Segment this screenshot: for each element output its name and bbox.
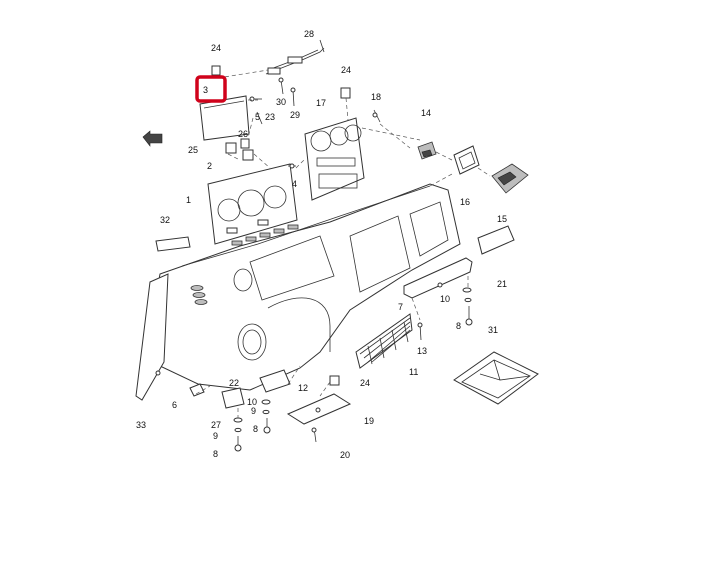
callout-12: 12 (298, 383, 308, 393)
part-20-screw (311, 427, 317, 443)
top-vent-slots (231, 224, 299, 246)
callout-33: 33 (136, 420, 146, 430)
part-25-clip (225, 142, 237, 154)
part-10-washer-left (261, 399, 271, 405)
callout-2: 2 (207, 161, 212, 171)
part-24-clip-mid (242, 149, 254, 161)
callout-18: 18 (371, 92, 381, 102)
callout-5: 5 (255, 112, 260, 122)
left-vent-louvers (190, 285, 208, 305)
callout-30: 30 (276, 97, 286, 107)
callout-26: 26 (238, 129, 248, 139)
part-11-storage-net (355, 313, 413, 369)
part-23-screw (256, 111, 263, 125)
part-18-screw (372, 109, 381, 123)
callout-8-left: 8 (213, 449, 218, 459)
callout-22: 22 (229, 378, 239, 388)
callout-10-left: 10 (247, 397, 257, 407)
part-24-clip-right (340, 87, 351, 99)
callout-24-right: 24 (341, 65, 351, 75)
part-24-clip-lower (329, 375, 340, 386)
part-15-vent (491, 163, 529, 194)
callout-9-left: 9 (213, 431, 218, 441)
part-29-screw (290, 87, 296, 107)
part-8-bolt-right (465, 306, 473, 326)
callout-7: 7 (398, 302, 403, 312)
part-19-lower-plate (286, 393, 352, 425)
part-8-bolt-mid (263, 418, 271, 434)
callout-17: 17 (316, 98, 326, 108)
part-28-bracket (265, 39, 325, 75)
part-7-support-bracket (403, 257, 473, 299)
callout-24-top: 24 (211, 43, 221, 53)
direction-arrow-icon (142, 130, 163, 147)
callout-14: 14 (421, 108, 431, 118)
part-4-screw (288, 163, 296, 169)
part-1-dashboard-body (149, 183, 461, 391)
part-24-clip-top (211, 65, 221, 76)
callout-25: 25 (188, 145, 198, 155)
callout-labels: 1 2 3 4 5 6 7 8 8 8 9 9 10 10 11 12 13 1… (136, 29, 507, 460)
part-12-bracket (259, 369, 291, 393)
callout-31: 31 (488, 325, 498, 335)
callout-1: 1 (186, 195, 191, 205)
callout-3: 3 (203, 85, 208, 95)
callout-24-lower: 24 (360, 378, 370, 388)
part-14-switch (417, 141, 437, 160)
part-6-clip (189, 383, 205, 397)
part-17-center-panel (304, 117, 365, 201)
part-33-side-panel (135, 273, 169, 401)
callout-29: 29 (290, 110, 300, 120)
callout-8-mid: 8 (253, 424, 258, 434)
part-31-tray (453, 351, 539, 405)
part-21-trim-plate (477, 225, 515, 255)
part-5-screw (249, 96, 262, 102)
callout-21: 21 (497, 279, 507, 289)
part-9-washer-left (233, 417, 243, 423)
callout-4: 4 (292, 179, 297, 189)
part-9-washer-mid (262, 409, 270, 415)
part-32-trim-strip (155, 236, 191, 252)
callout-23: 23 (265, 112, 275, 122)
callout-32: 32 (160, 215, 170, 225)
leader-lines (195, 69, 491, 418)
callout-9-mid: 9 (251, 406, 256, 416)
callout-19: 19 (364, 416, 374, 426)
callout-11: 11 (409, 367, 418, 377)
callout-27: 27 (211, 420, 221, 430)
highlight-box-part-3[interactable] (195, 75, 227, 103)
part-9-washer-right (464, 297, 472, 303)
part-2-gauge-bezel (207, 163, 298, 245)
callout-20: 20 (340, 450, 350, 460)
callout-16: 16 (460, 197, 470, 207)
part-22-bracket (221, 387, 245, 409)
part-26-clip (240, 138, 250, 149)
callout-8-right: 8 (456, 321, 461, 331)
part-10-washer-right (462, 287, 472, 293)
part-13-screw (417, 322, 423, 341)
part-30-screw (278, 77, 284, 95)
callout-13: 13 (417, 346, 427, 356)
part-16-trim-frame (453, 145, 480, 175)
callout-15: 15 (497, 214, 507, 224)
callout-28: 28 (304, 29, 314, 39)
part-27-washer (234, 427, 242, 433)
part-8-bolt-left (234, 436, 242, 452)
callout-10-right: 10 (440, 294, 450, 304)
callout-6: 6 (172, 400, 177, 410)
